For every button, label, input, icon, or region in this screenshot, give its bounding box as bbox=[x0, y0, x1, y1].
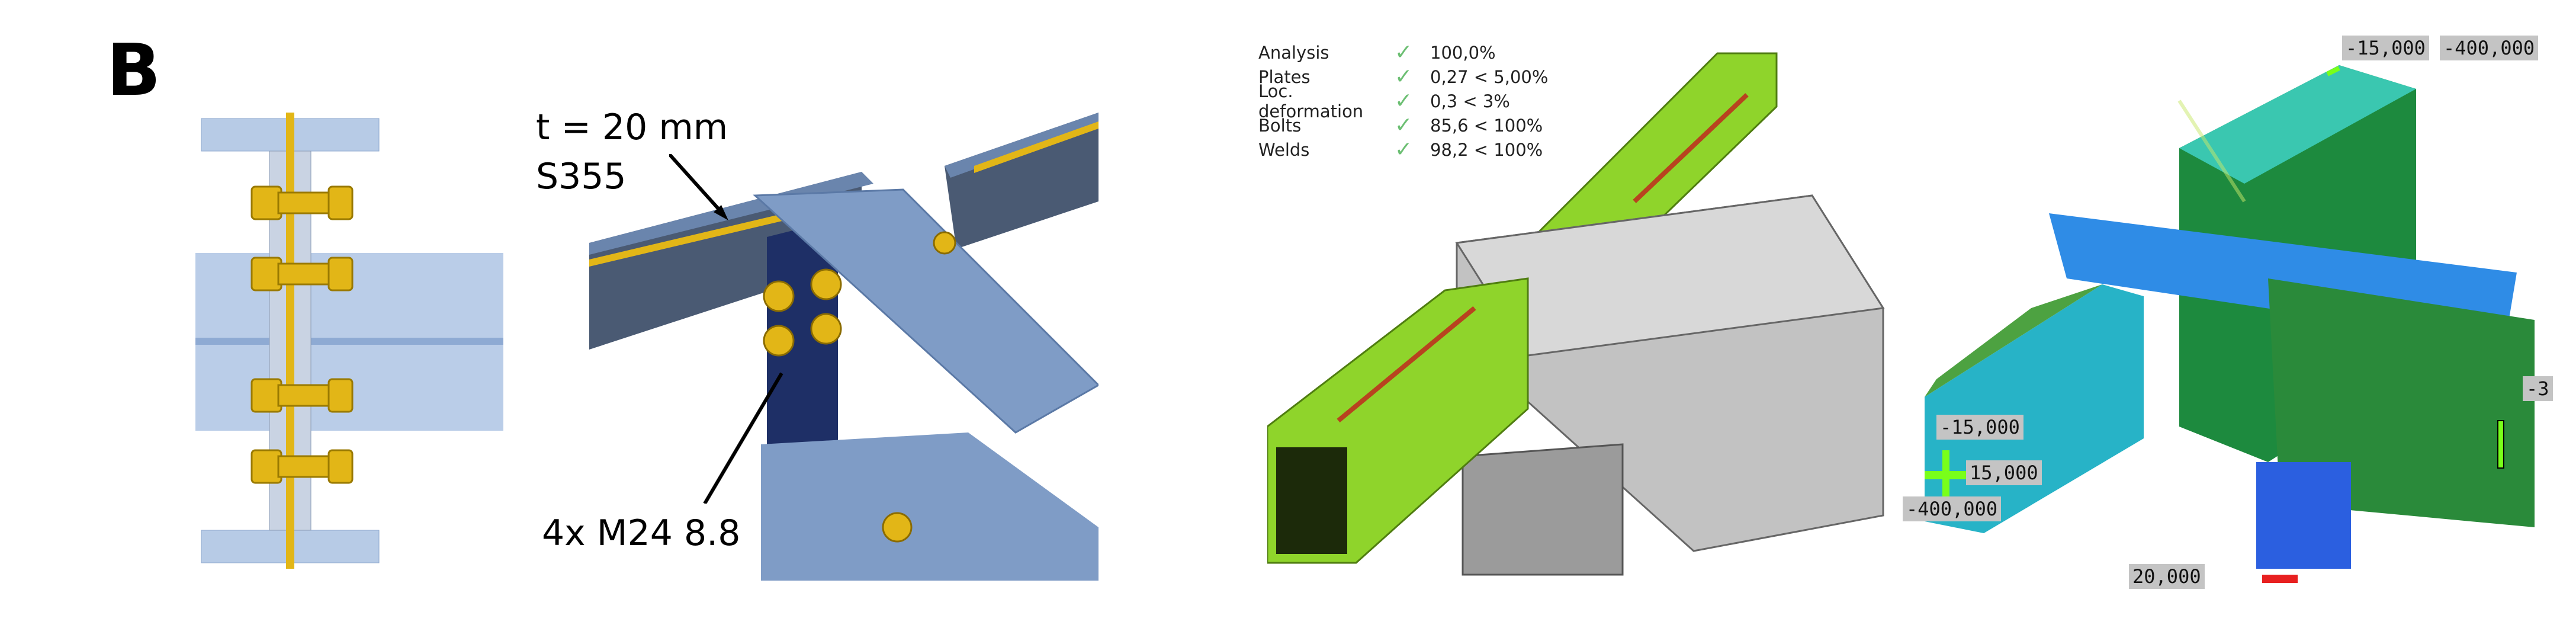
load-arrow-icon bbox=[1925, 471, 1978, 479]
check-label: Analysis bbox=[1258, 42, 1329, 63]
thickness-leader-line bbox=[669, 154, 724, 215]
left-hss-opening bbox=[1270, 441, 1353, 560]
check-icon: ✓ bbox=[1395, 89, 1413, 113]
check-icon: ✓ bbox=[1395, 137, 1413, 162]
fea-load-label: 15,000 bbox=[1966, 460, 2042, 485]
left-member-mesh-face bbox=[1925, 284, 2102, 397]
check-value: 85,6 < 100% bbox=[1430, 115, 1543, 136]
stress-hotspot-line bbox=[2177, 100, 2246, 203]
check-label: Welds bbox=[1258, 139, 1310, 160]
check-value: 0,27 < 5,00% bbox=[1430, 66, 1549, 87]
check-row: Welds ✓ 98,2 < 100% bbox=[1258, 137, 1566, 162]
fea-load-label: 20,000 bbox=[2129, 564, 2205, 589]
arrow-head-icon bbox=[714, 205, 728, 220]
check-value: 0,3 < 3% bbox=[1430, 91, 1510, 111]
load-arrow-icon bbox=[1942, 450, 1949, 510]
check-row: Analysis ✓ 100,0% bbox=[1258, 40, 1566, 65]
fea-load-label: -15,000 bbox=[2342, 36, 2429, 60]
right-beam-weld bbox=[974, 121, 1099, 173]
bolt-group bbox=[250, 185, 354, 484]
top-member-mesh-face bbox=[2179, 65, 2416, 184]
right-beam bbox=[945, 113, 1099, 249]
top-member-weld bbox=[1633, 93, 1749, 203]
load-arrow-icon bbox=[2497, 420, 2504, 469]
check-icon: ✓ bbox=[1395, 40, 1413, 65]
left-beam-weld bbox=[589, 213, 785, 267]
plate-thickness-callout: t = 20 mm bbox=[536, 107, 728, 148]
bolt-group bbox=[763, 231, 956, 543]
fea-load-label: -400,000 bbox=[1903, 496, 2002, 521]
panel-letter: B bbox=[107, 30, 161, 112]
check-icon: ✓ bbox=[1395, 113, 1413, 137]
beam-web-line bbox=[195, 338, 503, 345]
check-label: Plates bbox=[1258, 66, 1311, 87]
check-row: Bolts ✓ 85,6 < 100% bbox=[1258, 113, 1566, 137]
check-row: Plates ✓ 0,27 < 5,00% bbox=[1258, 65, 1566, 89]
idea-model-render bbox=[1267, 52, 1885, 576]
check-value: 98,2 < 100% bbox=[1430, 139, 1543, 160]
column bbox=[761, 432, 1099, 581]
column-mesh bbox=[2256, 462, 2351, 569]
fea-load-label: -400,000 bbox=[2440, 36, 2539, 60]
check-icon: ✓ bbox=[1395, 65, 1413, 89]
left-beam-flange bbox=[589, 172, 873, 255]
fea-load-label: -3 bbox=[2523, 376, 2553, 401]
right-beam-flange bbox=[945, 113, 1099, 178]
left-member-weld bbox=[1337, 306, 1476, 423]
web-weld bbox=[286, 113, 294, 569]
check-results-table: Analysis ✓ 100,0% Plates ✓ 0,27 < 5,00% Loc.… bbox=[1258, 40, 1566, 162]
fea-load-label: -15,000 bbox=[1936, 415, 2023, 440]
bolt-elevation-drawing bbox=[195, 113, 503, 569]
plate-grade-callout: S355 bbox=[536, 156, 627, 197]
check-row: Loc. deformation ✓ 0,3 < 3% bbox=[1258, 81, 1566, 121]
connection-3d-render bbox=[589, 113, 1099, 581]
load-arrow-icon bbox=[2326, 66, 2340, 76]
fea-stress-plot bbox=[1925, 65, 2535, 583]
bolts-callout: 4x M24 8.8 bbox=[542, 512, 741, 554]
check-label: Bolts bbox=[1258, 115, 1302, 136]
callout-leaders bbox=[669, 154, 783, 504]
bolt-leader-line bbox=[703, 372, 783, 504]
cap-plate bbox=[753, 188, 1099, 434]
moment-arrow-icon bbox=[2262, 575, 2298, 583]
column-stub bbox=[1462, 443, 1624, 576]
check-value: 100,0% bbox=[1430, 42, 1496, 63]
check-label: Loc. deformation bbox=[1258, 81, 1364, 121]
